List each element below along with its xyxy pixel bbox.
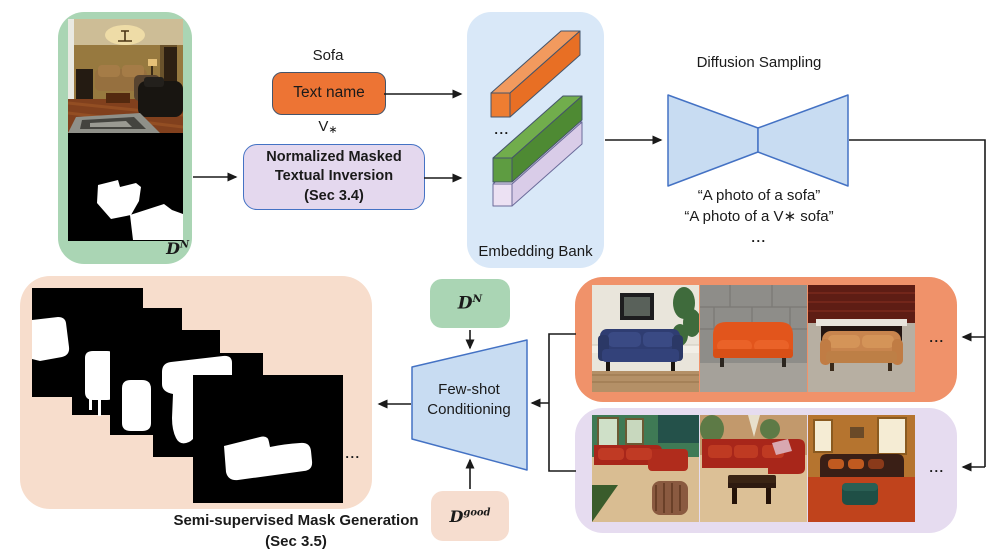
sofa-mask <box>68 133 183 241</box>
room-photo <box>68 19 183 133</box>
support-sample-image <box>68 19 183 241</box>
generated-image-tan-sofa <box>808 285 915 392</box>
dataset-good-box: Dgood <box>431 491 509 541</box>
purple-set-ellipsis: ... <box>929 460 945 475</box>
diffusion-sampling-title: Diffusion Sampling <box>696 54 822 71</box>
generated-image-dark-sofa-ottoman <box>808 415 915 522</box>
support-dataset-label: DN <box>166 239 189 258</box>
prompt-ellipsis: ... <box>751 230 767 245</box>
prompt-line-1: “A photo of a sofa” <box>697 187 821 204</box>
mask-stack <box>32 288 343 503</box>
dataset-n-box: DN <box>430 279 510 328</box>
generated-image-red-sectional-1 <box>592 415 699 522</box>
connector-sets-bracket <box>548 333 576 472</box>
embedding-bar-green <box>492 95 583 183</box>
few-shot-label: Few-shot Conditioning <box>427 381 511 418</box>
generated-image-orange-sofa <box>700 285 807 392</box>
embedding-bar-orange <box>490 30 581 118</box>
orange-set-ellipsis: ... <box>929 330 945 345</box>
embedding-bank-bars <box>490 30 583 207</box>
class-name-label: Sofa <box>312 47 344 64</box>
generated-image-blue-sofa <box>592 285 699 392</box>
prompt-line-2: “A photo of a V∗ sofa” <box>684 208 834 225</box>
mask-caption-line-1: Semi-supervised Mask Generation <box>173 512 419 529</box>
dataset-good-label: Dgood <box>449 506 491 526</box>
embedding-bank-label: Embedding Bank <box>478 243 593 260</box>
textual-inversion-box: Normalized Masked Textual Inversion (Sec… <box>243 144 425 210</box>
text-name-box: Text name <box>272 72 386 115</box>
dataset-n-label: DN <box>457 293 483 314</box>
textual-inversion-label: Normalized Masked Textual Inversion (Sec… <box>266 149 402 204</box>
v-star-label: V∗ <box>318 118 338 136</box>
mask-5 <box>193 375 343 503</box>
embedding-ellipsis: ... <box>494 122 510 137</box>
mask-ellipsis: ... <box>345 446 361 461</box>
generated-image-red-sectional-2 <box>700 415 807 522</box>
mask-caption-line-2: (Sec 3.5) <box>265 533 327 550</box>
text-name-label: Text name <box>293 84 365 102</box>
diffusion-unet-icon <box>667 94 849 187</box>
